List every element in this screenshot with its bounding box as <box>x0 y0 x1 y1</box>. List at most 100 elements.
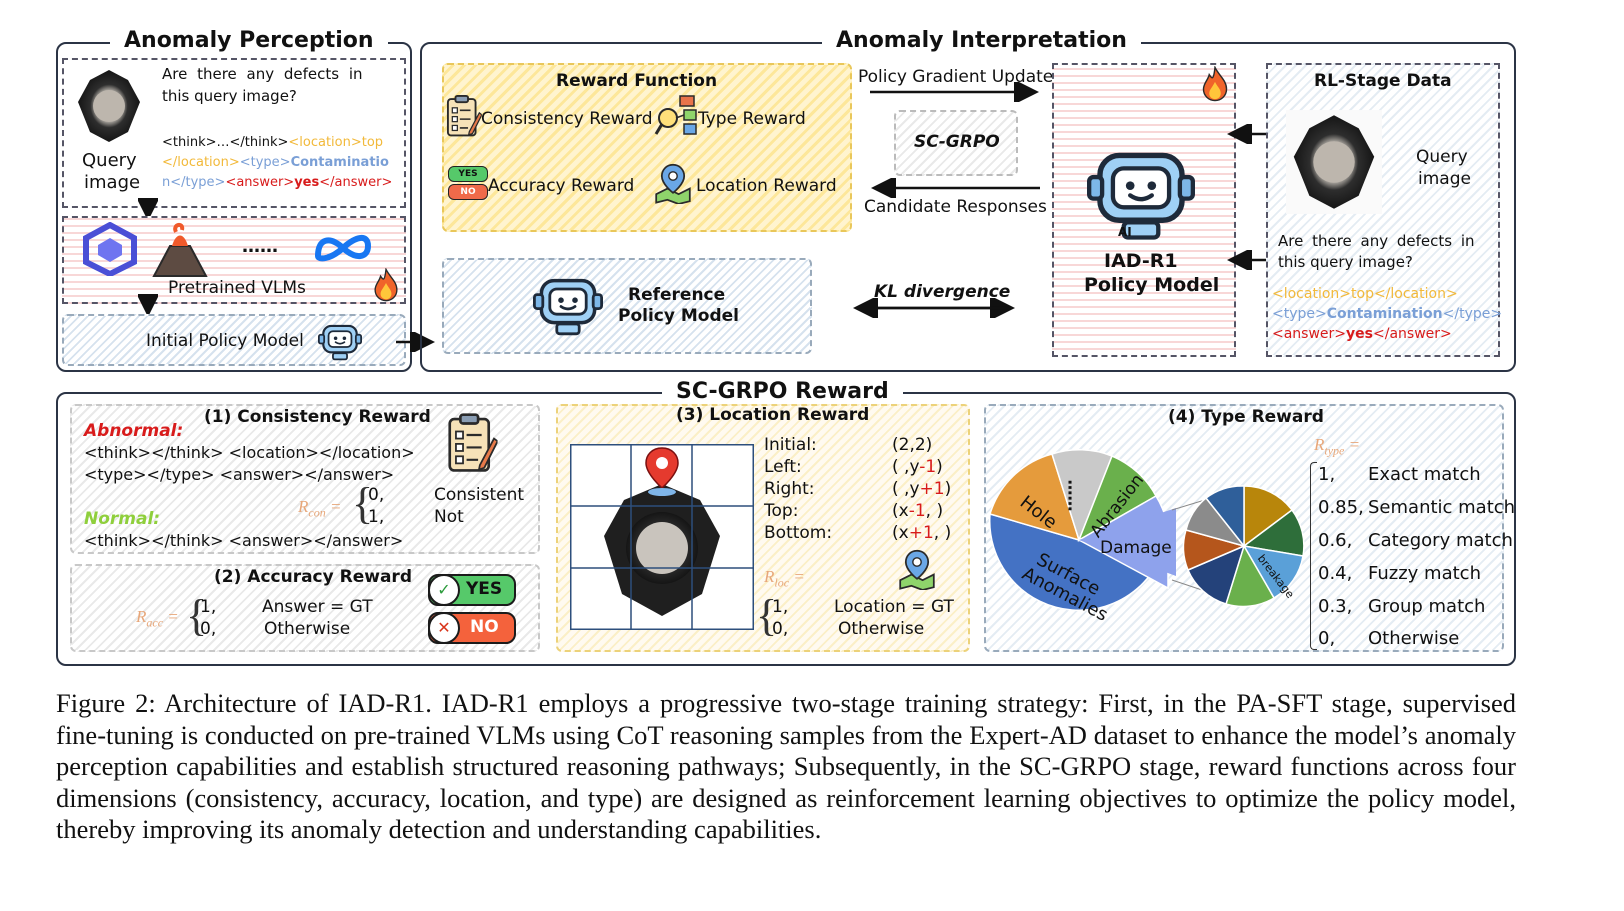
r-con-value-1: 1, <box>368 507 385 527</box>
type-row-4-val: 0.3, <box>1318 596 1353 617</box>
rl-type-line: <type>Contamination</type> <box>1272 304 1502 325</box>
r-acc-symbol: R <box>136 607 147 626</box>
type-row-1-cond: Semantic match <box>1368 497 1516 518</box>
response-line-2: </location><type>Contaminatio <box>162 152 389 173</box>
response-line-3: n</type><answer>yes</answer> <box>162 172 392 193</box>
type-title: (4) Type Reward <box>1168 407 1324 427</box>
rl-row-right-val: ( ,y+1) <box>892 478 951 500</box>
location-reward-item: Location Reward <box>696 176 837 196</box>
rl-answer-close: </answer> <box>1373 326 1452 342</box>
rl-answer-value: yes <box>1346 326 1373 342</box>
r-con-brace: { <box>352 479 374 528</box>
r-type-eq: = <box>1344 435 1361 454</box>
rl-row-initial-val: (2,2) <box>892 434 932 456</box>
consistency-title: (1) Consistency Reward <box>204 407 431 427</box>
down-arrow-1 <box>138 198 158 221</box>
arrow-to-reference <box>396 332 435 352</box>
r-con-formula: Rcon = <box>298 496 341 523</box>
r-con-symbol: R <box>298 497 309 516</box>
volcano-icon <box>152 223 208 277</box>
rl-row-left-key: Left: <box>764 457 802 477</box>
initial-policy-box <box>62 314 406 366</box>
reference-label-2: Policy Model <box>618 306 739 326</box>
down-arrow-2 <box>138 294 158 317</box>
reference-robot-icon <box>528 268 608 338</box>
r-acc-cond-0: Otherwise <box>264 619 351 639</box>
query-box <box>62 58 406 208</box>
sc-grpo-label: SC-GRPO <box>914 132 1000 152</box>
reward-function-box <box>442 63 852 232</box>
r-con-value-0: 0, <box>368 485 385 505</box>
rl-query-image <box>1286 110 1382 214</box>
policy-model-box <box>1052 63 1236 357</box>
rl-arrow-bottom <box>1227 250 1270 270</box>
rl-type-close: </type> <box>1442 306 1503 322</box>
question-line-1: Are there any defects in <box>162 65 363 83</box>
normal-line-1: <think></think> <answer></answer> <box>84 531 404 550</box>
r-con-cond-0: Consistent <box>434 485 525 505</box>
rl-type-value: Contamination <box>1326 306 1443 322</box>
top-val-b: -1 <box>908 501 926 521</box>
location-pin-icon <box>652 162 694 204</box>
r-type-sub: type <box>1324 443 1345 458</box>
kl-divergence-label: KL divergence <box>874 282 1011 302</box>
type-row-2-val: 0.6, <box>1318 530 1353 551</box>
rl-arrow-top <box>1227 124 1270 144</box>
type-tree-icon <box>654 95 697 135</box>
r-con-sub: con <box>308 505 326 520</box>
yes-mini-badge: YES <box>448 166 488 182</box>
answer-value: yes <box>294 175 320 190</box>
r-acc-cond-1: Answer = GT <box>262 597 373 617</box>
top-val-a: (x <box>892 501 909 521</box>
r-acc-formula: Racc = <box>136 606 179 633</box>
fire-icon <box>372 268 400 302</box>
reward-function-title: Reward Function <box>556 71 718 91</box>
consistency-reward-item: Consistency Reward <box>481 109 653 129</box>
think-tag: <think>…</think> <box>162 135 289 150</box>
bottom-val-c: , ) <box>933 523 952 543</box>
candidate-responses-label: Candidate Responses <box>864 197 1047 217</box>
location-title: (3) Location Reward <box>676 405 870 425</box>
r-loc-brace: { <box>756 591 778 640</box>
check-icon: ✓ <box>428 574 460 606</box>
policy-robot-icon <box>1086 136 1196 244</box>
type-row-0-val: 1, <box>1318 464 1336 485</box>
reference-label-1: Reference <box>628 285 726 305</box>
top-val-c: , ) <box>925 501 944 521</box>
policy-model-label-1: IAD-R1 <box>1104 250 1178 272</box>
vlm-ellipsis: …… <box>242 236 278 257</box>
clipboard-icon <box>444 94 482 138</box>
pie-label-dots: …… <box>1064 479 1084 512</box>
left-val-a: ( ,y <box>892 457 920 477</box>
bottom-val-a: (x <box>892 523 909 543</box>
rl-row-top-val: (x-1, ) <box>892 500 943 522</box>
type-pie-charts <box>988 449 1305 612</box>
policy-gradient-arrow <box>870 82 1039 102</box>
r-con-eq: = <box>325 497 342 516</box>
type-row-0-cond: Exact match <box>1368 464 1481 485</box>
r-acc-eq: = <box>163 607 179 626</box>
anomaly-interpretation-title: Anomaly Interpretation <box>822 28 1141 53</box>
sc-grpo-reward-title: SC-GRPO Reward <box>662 379 903 404</box>
r-acc-sub: acc <box>146 615 164 630</box>
consistency-clipboard-icon <box>442 412 500 474</box>
query-image-label-2: image <box>84 172 141 193</box>
robot-ai-badge: AI <box>1118 225 1132 239</box>
type-row-5-val: 0, <box>1318 628 1336 649</box>
rl-answer-tag: <answer> <box>1272 326 1347 342</box>
right-val-b: +1 <box>919 479 945 499</box>
robot-icon <box>318 318 362 362</box>
no-mini-badge: NO <box>448 184 488 200</box>
rl-stage-data-title: RL-Stage Data <box>1314 71 1452 91</box>
question-line-2: this query image? <box>162 87 297 105</box>
pie-label-damage: Damage <box>1100 538 1172 558</box>
abnormal-label: Abnormal: <box>84 421 184 441</box>
pie-slice-hole <box>989 453 1081 542</box>
type-tag: <type> <box>239 155 291 170</box>
qwen-logo-icon <box>83 222 137 276</box>
location-map-pin-icon <box>894 548 940 590</box>
accuracy-reward-item: Accuracy Reward <box>488 176 635 196</box>
type-close-tag: n</type> <box>162 175 226 190</box>
sc-grpo-box <box>894 110 1018 176</box>
rl-question-line-2: this query image? <box>1278 253 1413 271</box>
